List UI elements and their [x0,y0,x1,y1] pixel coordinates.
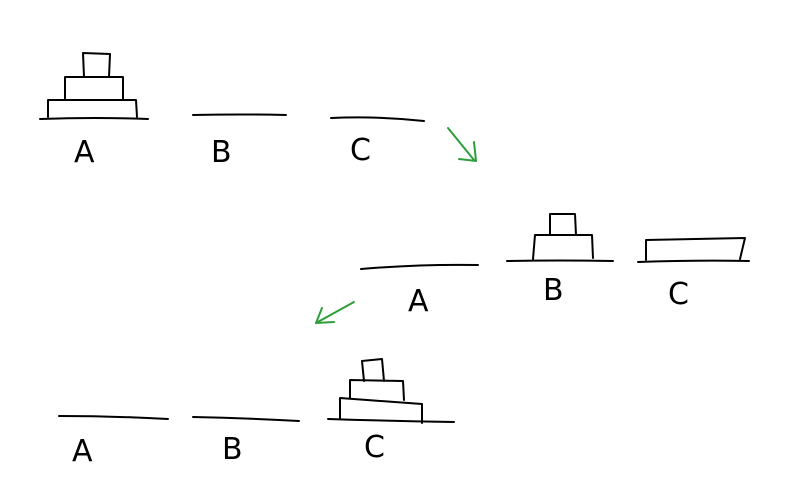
disk-stack [645,237,746,261]
disk-large [339,397,423,424]
peg-label: C [350,133,371,168]
peg-label: B [211,135,232,170]
disk-medium [349,379,405,401]
peg-base-line [637,259,750,263]
peg-label: C [364,430,385,465]
peg-base-line [506,259,614,262]
disk-small [82,52,111,78]
disk-stack [339,358,423,424]
transition-arrow-2 [315,301,355,324]
stage-intermediate: A B C [360,213,750,319]
stage-initial: A B C [39,52,425,170]
disk-medium [64,76,124,101]
peg-c: C [330,116,425,168]
disk-large [645,237,746,261]
disk-stack [532,213,594,260]
disk-large [47,99,138,118]
disk-small [549,213,577,236]
peg-label: A [74,135,95,170]
peg-base-line [360,263,479,270]
peg-label: B [222,432,243,467]
peg-b: B [192,113,287,170]
peg-base-line [192,416,300,422]
peg-c: C [327,358,455,465]
peg-base-line [58,415,169,420]
peg-b: B [192,416,300,467]
peg-base-line [330,116,425,122]
peg-label: B [543,273,564,308]
stage-final: A B C [58,358,455,469]
peg-a: A [39,52,149,170]
disk-medium [532,234,594,260]
peg-a: A [360,263,479,319]
peg-base-line [192,113,287,116]
peg-base-line [327,418,455,423]
disk-stack [47,52,138,118]
peg-a: A [58,415,169,469]
peg-label: A [408,284,429,319]
peg-label: A [72,434,93,469]
disk-small [361,358,385,382]
peg-label: C [668,277,689,312]
peg-b: B [506,213,614,308]
peg-base-line [39,117,149,120]
peg-c: C [637,237,750,312]
transition-arrow-1 [447,127,477,162]
